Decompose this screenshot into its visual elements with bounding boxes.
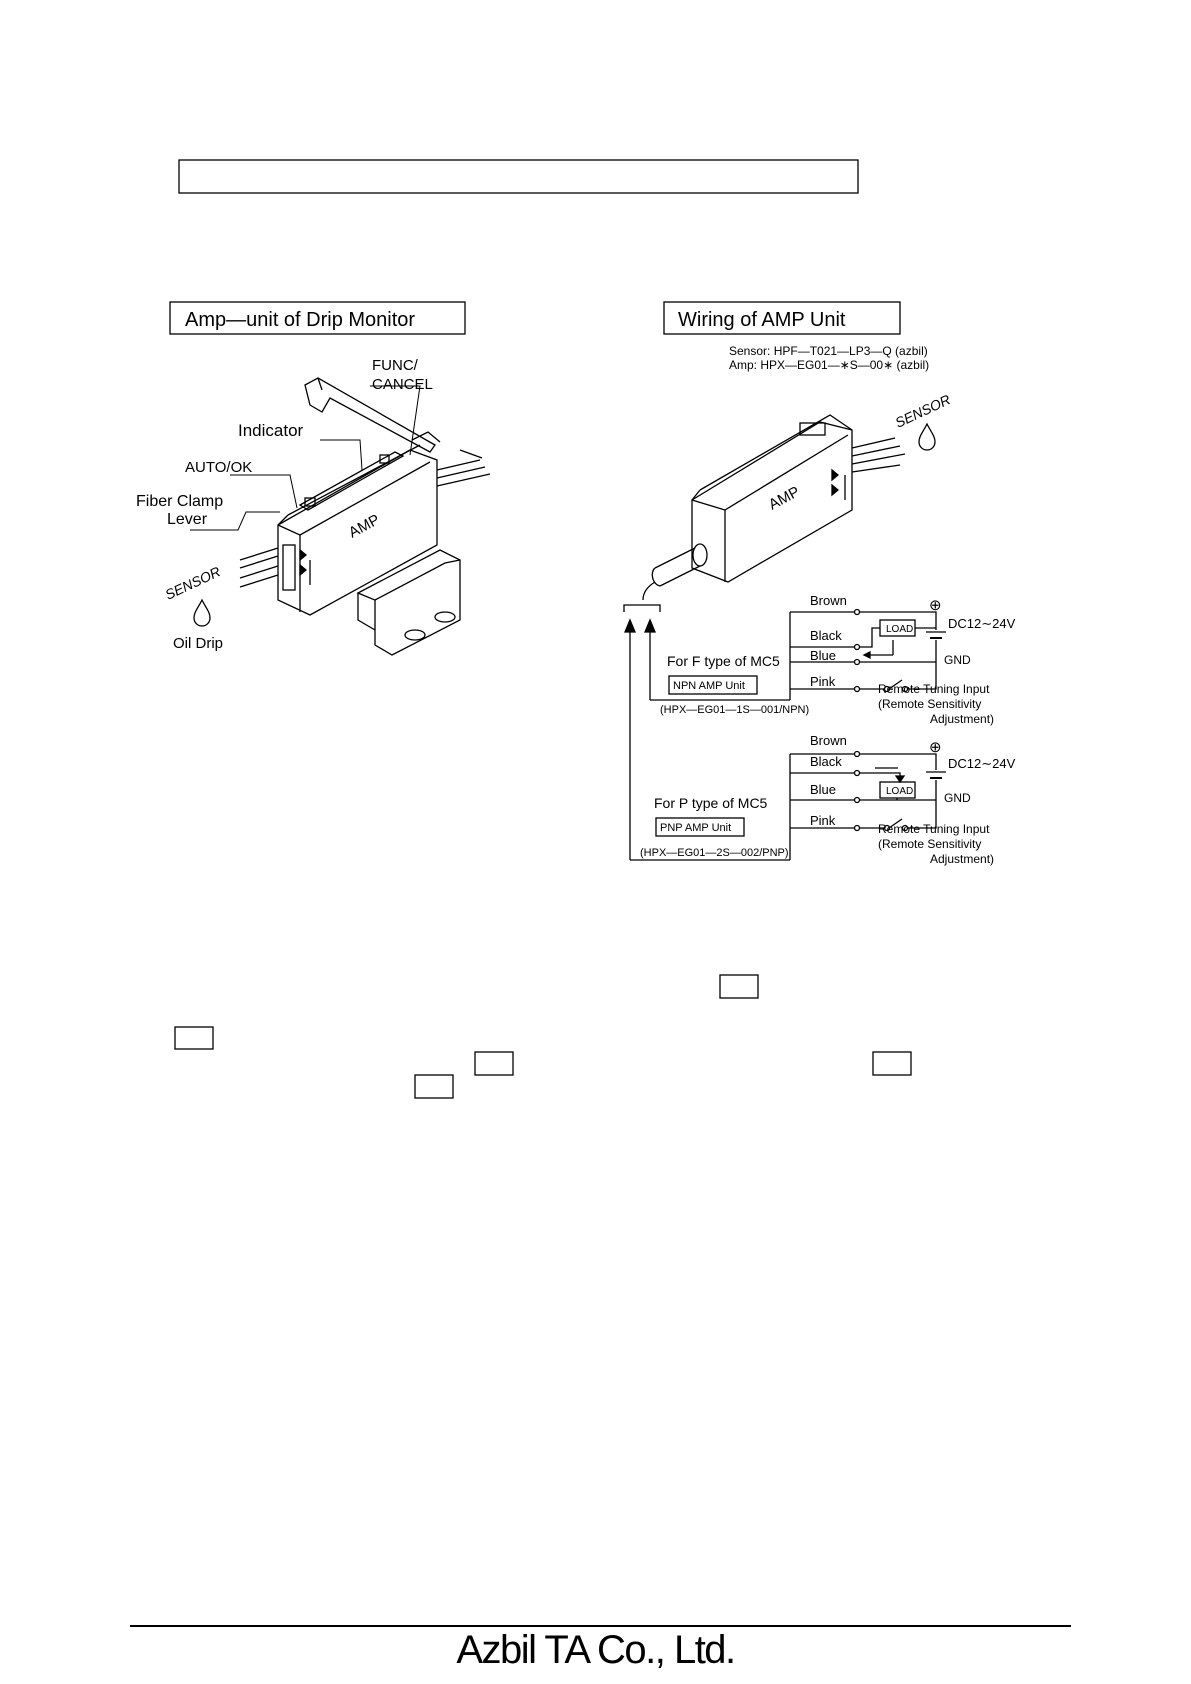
pnp-wire-pink: Pink bbox=[810, 813, 836, 828]
npn-type-caption: For F type of MC5 bbox=[667, 653, 780, 669]
indicator-label: Indicator bbox=[238, 421, 304, 440]
func-cancel-label-line2: CANCEL bbox=[372, 376, 433, 393]
npn-unit-label-box bbox=[668, 675, 758, 695]
npn-plus-icon: ⊕ bbox=[929, 597, 942, 614]
right-panel-title: Wiring of AMP Unit bbox=[678, 309, 846, 331]
npn-remote-line1: Remote Tuning Input bbox=[878, 682, 990, 696]
wiring-amp-body-label: AMP bbox=[766, 483, 803, 513]
amp-unit-illustration bbox=[190, 377, 491, 616]
pnp-wire-blue: Blue bbox=[810, 782, 836, 797]
drip-icon bbox=[918, 422, 936, 451]
amp-body-label: AMP bbox=[346, 511, 383, 541]
npn-circuit bbox=[668, 608, 946, 700]
npn-load-label: LOAD bbox=[886, 624, 913, 635]
pnp-remote-line3: Adjustment) bbox=[930, 852, 994, 866]
header-title-box bbox=[178, 159, 859, 194]
npn-supply-label: DC12∼24V bbox=[948, 616, 1016, 631]
oil-drip-icon bbox=[193, 598, 211, 627]
pnp-model-label: (HPX—EG01—2S—002/PNP) bbox=[640, 847, 789, 859]
sensor-label-right: SENSOR bbox=[893, 391, 953, 430]
blank-box bbox=[474, 1051, 514, 1076]
npn-remote-line3: Adjustment) bbox=[930, 712, 994, 726]
oil-drip-label: Oil Drip bbox=[173, 635, 223, 652]
npn-wire-blue: Blue bbox=[810, 648, 836, 663]
npn-wire-brown: Brown bbox=[810, 593, 847, 608]
right-panel-title-box bbox=[663, 301, 901, 335]
pnp-plus-icon: ⊕ bbox=[929, 739, 942, 756]
npn-wire-black: Black bbox=[810, 628, 842, 643]
npn-gnd-label: GND bbox=[944, 653, 971, 667]
mounting-bracket bbox=[356, 549, 461, 656]
amp-model-text: Amp: HPX—EG01—∗S—00∗ (azbil) bbox=[729, 358, 929, 372]
wiring-amp-illustration bbox=[642, 414, 906, 601]
sensor-model-text: Sensor: HPF—T021—LP3—Q (azbil) bbox=[729, 344, 928, 358]
sensor-label-left: SENSOR bbox=[163, 563, 223, 602]
blank-box bbox=[174, 1026, 214, 1050]
pnp-load-label: LOAD bbox=[886, 786, 913, 797]
npn-wire-pink: Pink bbox=[810, 674, 836, 689]
footer-rule bbox=[130, 1625, 1071, 1627]
pnp-wire-black: Black bbox=[810, 754, 842, 769]
pnp-wire-brown: Brown bbox=[810, 733, 847, 748]
left-panel-title-box bbox=[169, 301, 466, 335]
npn-model-label: (HPX—EG01—1S—001/NPN) bbox=[660, 704, 809, 716]
blank-box bbox=[872, 1051, 912, 1076]
blank-box bbox=[414, 1074, 454, 1099]
pnp-remote-line1: Remote Tuning Input bbox=[878, 822, 990, 836]
pnp-unit-label-box bbox=[655, 817, 745, 837]
fiber-clamp-label-line2: Lever bbox=[167, 511, 208, 528]
fiber-clamp-label-line1: Fiber Clamp bbox=[136, 493, 223, 510]
npn-unit-label: NPN AMP Unit bbox=[673, 680, 745, 692]
left-panel: Amp—unit of Drip Monitor bbox=[136, 301, 491, 656]
func-cancel-label-line1: FUNC/ bbox=[372, 357, 419, 374]
right-panel: Wiring of AMP Unit Sensor: HPF—T021—LP3—… bbox=[623, 301, 1016, 866]
blank-box bbox=[719, 974, 759, 999]
left-panel-title: Amp—unit of Drip Monitor bbox=[185, 309, 415, 331]
company-name: Azbil TA Co., Ltd. bbox=[456, 1628, 736, 1672]
auto-ok-label: AUTO/OK bbox=[185, 459, 252, 476]
pnp-type-caption: For P type of MC5 bbox=[654, 795, 768, 811]
pnp-gnd-label: GND bbox=[944, 791, 971, 805]
npn-remote-line2: (Remote Sensitivity bbox=[878, 697, 981, 711]
pnp-circuit bbox=[655, 750, 946, 860]
pnp-unit-label: PNP AMP Unit bbox=[660, 822, 731, 834]
pnp-supply-label: DC12∼24V bbox=[948, 756, 1016, 771]
pnp-remote-line2: (Remote Sensitivity bbox=[878, 837, 981, 851]
connector-arrows bbox=[623, 604, 790, 861]
